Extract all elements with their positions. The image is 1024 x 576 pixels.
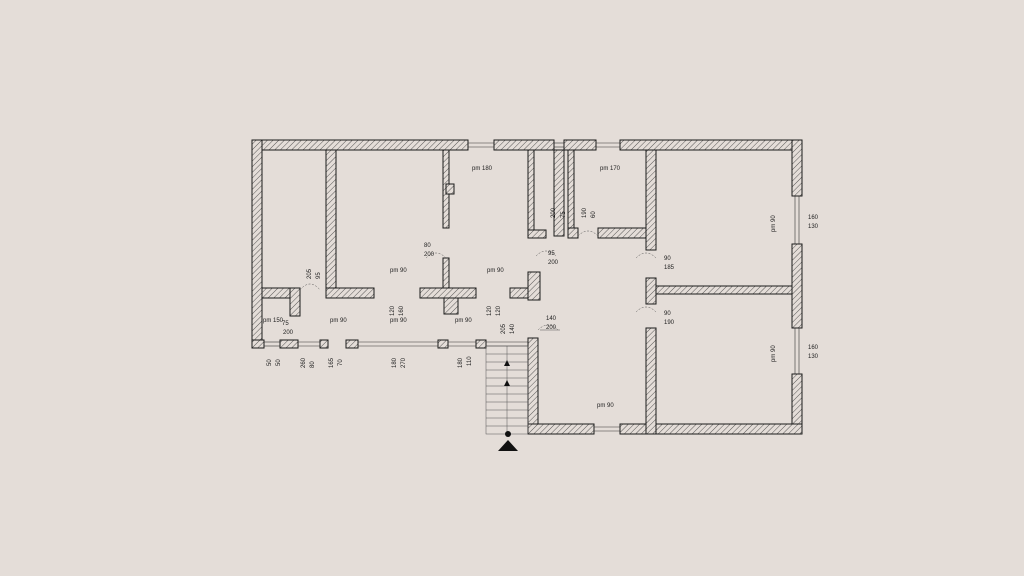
label-pm90-1: pm 90 (390, 268, 407, 274)
doors (299, 230, 657, 331)
label-180-v: 180 (392, 357, 398, 368)
label-120-v2: 120 (487, 305, 493, 316)
wall-left-bottom (251, 339, 265, 349)
wall-top-4 (619, 139, 803, 151)
label-pm90-3: pm 90 (330, 318, 347, 324)
label-205-v2: 205 (501, 323, 507, 334)
label-200-c: 200 (548, 260, 559, 266)
wall-top-3 (563, 139, 597, 151)
outer-walls (251, 139, 803, 435)
wall-int-19 (645, 327, 657, 435)
pillar-5 (475, 339, 487, 349)
wall-int-12 (553, 149, 565, 237)
pillar-3 (345, 339, 359, 349)
label-190-v: 190 (582, 207, 588, 218)
wall-int-4 (509, 287, 531, 299)
label-140-v: 140 (510, 323, 516, 334)
label-270-v: 270 (401, 357, 407, 368)
interior-walls (261, 149, 793, 435)
label-95: 95 (548, 251, 555, 257)
label-pm90-v2: pm 90 (771, 345, 777, 362)
label-50-v: 50 (267, 359, 273, 366)
label-260-v: 260 (301, 357, 307, 368)
wall-int-18 (655, 285, 793, 295)
label-185: 185 (664, 265, 675, 271)
label-120-v3: 120 (496, 305, 502, 316)
wall-int-20 (527, 271, 541, 301)
label-200-d: 200 (546, 325, 557, 331)
wall-int-8 (289, 287, 301, 317)
label-pm90-2: pm 90 (487, 268, 504, 274)
pillar-2 (319, 339, 329, 349)
label-pm150: pm 150 (263, 318, 284, 324)
label-160-v: 160 (399, 305, 405, 316)
wall-int-17 (645, 277, 657, 305)
label-80-v: 80 (310, 361, 316, 368)
label-75-v: 75 (561, 211, 567, 218)
label-110-v: 110 (467, 356, 473, 366)
label-190: 190 (664, 320, 675, 326)
wall-int-13 (567, 149, 575, 239)
label-205-v: 205 (307, 268, 313, 279)
label-70-v: 70 (338, 359, 344, 366)
label-160-b: 160 (808, 345, 819, 351)
wall-int-3 (419, 287, 477, 299)
label-pm90-5: pm 90 (455, 318, 472, 324)
label-130-a: 130 (808, 224, 819, 230)
label-90-a: 90 (664, 256, 671, 262)
wall-int-10 (527, 149, 535, 237)
entrance-marker-icon (498, 431, 518, 451)
label-pm170: pm 170 (600, 166, 621, 172)
wall-right-2 (791, 243, 803, 329)
label-pm90-4: pm 90 (390, 318, 407, 324)
wall-int-11 (527, 229, 547, 239)
label-130-b: 130 (808, 354, 819, 360)
wall-right-1 (791, 139, 803, 197)
wall-int-22 (445, 183, 455, 195)
label-75-a: 75 (282, 321, 289, 327)
wall-int-21 (527, 337, 539, 425)
label-120-v1: 120 (390, 305, 396, 316)
label-pm90-v1: pm 90 (771, 215, 777, 232)
label-50-v2: 50 (276, 359, 282, 366)
wall-int-16 (645, 149, 657, 251)
label-95-v: 95 (316, 272, 322, 279)
label-60-v: 60 (591, 211, 597, 218)
label-200-b: 200 (424, 252, 435, 258)
wall-bottom-1 (527, 423, 595, 435)
label-pm180: pm 180 (472, 166, 493, 172)
label-80: 80 (424, 243, 431, 249)
wall-left (251, 139, 263, 349)
wall-int-14 (567, 227, 579, 239)
label-165-v: 165 (329, 357, 335, 368)
wall-top-1 (251, 139, 469, 151)
label-pm90-6: pm 90 (597, 403, 614, 409)
wall-int-1 (325, 149, 337, 299)
pillar-4 (437, 339, 449, 349)
windows (264, 142, 800, 432)
label-180-v2: 180 (458, 357, 464, 368)
label-140: 140 (546, 316, 557, 322)
wall-int-6 (442, 257, 450, 289)
wall-int-2 (325, 287, 375, 299)
label-160-a: 160 (808, 215, 819, 221)
label-90-b: 90 (664, 311, 671, 317)
wall-top-2 (493, 139, 555, 151)
label-200-a: 200 (283, 330, 294, 336)
label-200-v: 200 (551, 207, 557, 218)
wall-bottom-2 (619, 423, 803, 435)
wall-int-9 (443, 297, 459, 315)
dimension-labels: pm 180 pm 170 pm 90 pm 90 pm 150 pm 90 p… (263, 166, 819, 409)
pillar-1 (279, 339, 299, 349)
